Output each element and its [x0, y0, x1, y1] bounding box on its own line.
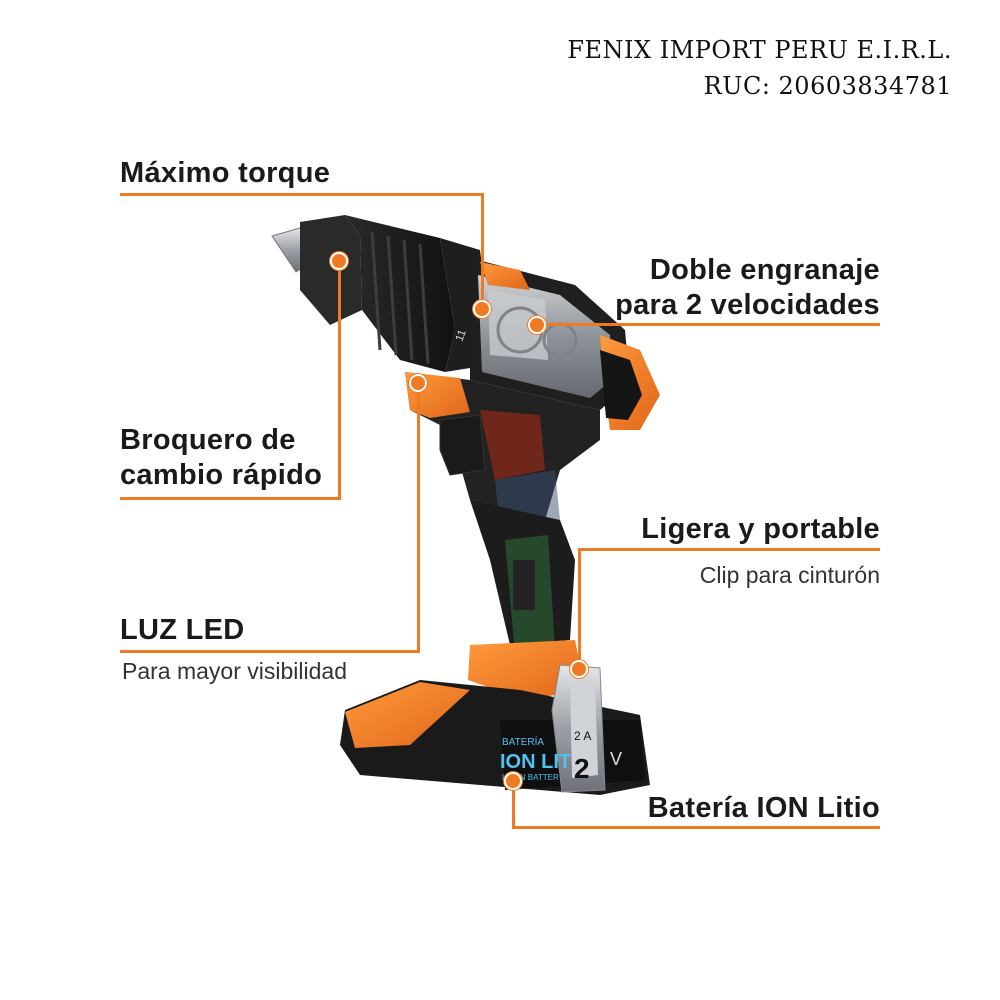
callout-line-battery	[512, 826, 880, 829]
callout-dot-torque	[473, 300, 491, 318]
base	[468, 640, 585, 700]
volt-unit-text: V	[610, 749, 622, 769]
label-gear-line1: Doble engranaje	[649, 254, 880, 286]
callout-line-torque-drop	[481, 193, 484, 308]
company-name: FENIX IMPORT PERU E.I.R.L.	[567, 36, 952, 64]
callout-dot-gear	[528, 316, 546, 334]
volt-digit-text: 2	[574, 753, 590, 784]
callout-line-led	[120, 650, 420, 653]
callout-line-gear	[540, 323, 880, 326]
speed-mark-text: 11	[454, 328, 469, 343]
callout-line-chuck	[120, 497, 341, 500]
belt-clip	[551, 664, 606, 793]
callout-dot-led	[409, 374, 427, 392]
battery-big-text: ION LIT	[500, 751, 571, 773]
gear-housing	[470, 258, 630, 410]
battery-sub-text: LI-ION BATTER	[502, 773, 559, 782]
callout-dot-battery	[504, 772, 522, 790]
label-chuck-line2: cambio rápido	[120, 459, 323, 491]
label-light-sub: Clip para cinturón	[699, 562, 880, 588]
label-light: Ligera y portable	[641, 513, 880, 545]
callout-line-light-drop	[578, 548, 581, 668]
callout-dot-light	[570, 660, 588, 678]
company-ruc: RUC: 20603834781	[703, 72, 952, 100]
label-led-sub: Para mayor visibilidad	[122, 658, 347, 684]
callout-line-led-up	[417, 386, 420, 653]
drill-body	[405, 372, 600, 530]
callout-line-chuck-up	[338, 262, 341, 500]
label-torque: Máximo torque	[120, 157, 331, 189]
label-chuck-line1: Broquero de	[120, 424, 296, 456]
rear-cap	[600, 335, 660, 430]
grip	[470, 500, 575, 655]
label-led: LUZ LED	[120, 614, 245, 646]
label-gear-line2: para 2 velocidades	[615, 289, 880, 321]
callout-line-light	[578, 548, 880, 551]
amp-text: 2 A	[574, 729, 591, 743]
battery-small-text: BATERÍA	[502, 735, 544, 748]
label-battery: Batería ION Litio	[647, 792, 880, 824]
callout-dot-chuck	[330, 252, 348, 270]
chuck	[300, 215, 490, 372]
callout-line-torque	[120, 193, 484, 196]
callout-line-battery-up	[512, 782, 515, 829]
